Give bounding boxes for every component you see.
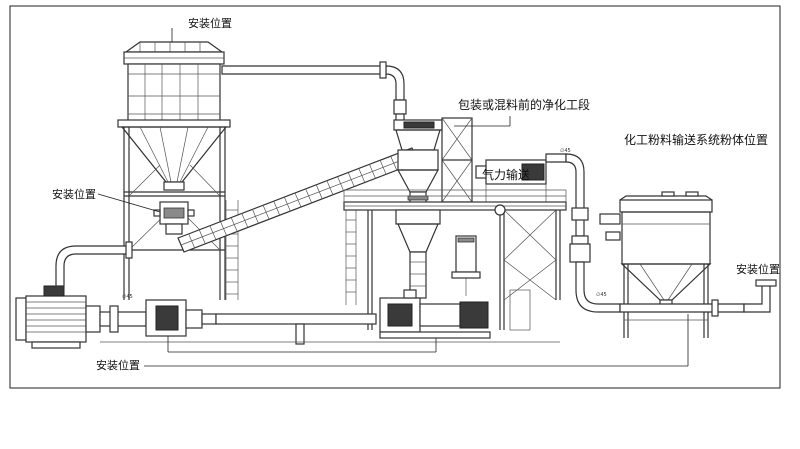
receiving-bin <box>599 191 713 338</box>
conveyor-rib <box>294 192 302 208</box>
conveyor-rib <box>326 180 334 195</box>
svg-text:安装位置: 安装位置 <box>52 187 96 201</box>
center-blower <box>379 289 491 339</box>
conveyor-rib <box>284 196 291 212</box>
label-install-left: 安装位置 <box>52 187 161 213</box>
label-system-title: 化工粉料输送系统粉体位置 <box>624 132 768 147</box>
conveyor-rib <box>369 164 376 179</box>
svg-text:安装位置: 安装位置 <box>96 358 140 372</box>
conveyor-rib <box>198 229 206 244</box>
label-install-right: 安装位置 <box>736 262 780 276</box>
conveyor-rib <box>273 201 281 216</box>
conveyor-rib <box>230 217 238 232</box>
tower-frame <box>441 117 473 203</box>
left-motor <box>15 285 101 349</box>
conveyor-rib <box>220 221 227 236</box>
conveyor-rib <box>337 176 344 191</box>
svg-text:安装位置: 安装位置 <box>736 262 780 276</box>
svg-text:化工粉料输送系统粉体位置: 化工粉料输送系统粉体位置 <box>624 132 768 147</box>
dimension-mark: ∅45 <box>122 294 133 300</box>
inclined-conveyor <box>177 147 419 253</box>
conveyor-rib <box>241 213 249 228</box>
conveyor-rib <box>315 184 323 199</box>
label-install-top: 安装位置 <box>171 16 232 42</box>
main-platform <box>343 189 567 331</box>
left-blower <box>99 299 217 337</box>
conveyor-rib <box>188 233 195 249</box>
conveyor-rib <box>379 160 387 175</box>
right-outlet-pipe <box>619 279 777 317</box>
platform-ladder <box>345 210 357 305</box>
conveyor-rib <box>390 156 398 171</box>
pneumatic-blower <box>475 159 547 216</box>
label-pneumatic: 气力输送 <box>482 167 530 182</box>
rotary-valve <box>153 201 195 235</box>
drawing-frame <box>9 5 781 389</box>
conveyor-rib <box>252 209 259 224</box>
svg-text:气力输送: 气力输送 <box>482 167 530 182</box>
label-install-bottom: 安装位置 <box>96 314 689 372</box>
svg-text:安装位置: 安装位置 <box>188 16 232 30</box>
conveyor-rib <box>262 205 270 220</box>
dimension-mark: ∅45 <box>560 148 571 154</box>
conveyor-rib <box>358 168 366 183</box>
dimension-mark: ∅45 <box>596 292 607 298</box>
storage-silo <box>117 41 231 191</box>
platform-hopper <box>395 209 441 299</box>
left-loop-pipe <box>55 241 133 287</box>
cyclone-separator <box>393 119 443 205</box>
buffer-tank <box>451 235 481 296</box>
conveyor-rib <box>305 188 312 204</box>
conveyor-rib <box>347 172 355 187</box>
top-transfer-pipe <box>221 61 407 123</box>
svg-text:包装或混料前的净化工段: 包装或混料前的净化工段 <box>458 97 590 112</box>
conveyor-rib <box>209 225 217 240</box>
label-purification: 包装或混料前的净化工段 <box>454 97 590 127</box>
base-pipe <box>215 313 377 345</box>
blower-outlet-pipe <box>545 153 621 313</box>
